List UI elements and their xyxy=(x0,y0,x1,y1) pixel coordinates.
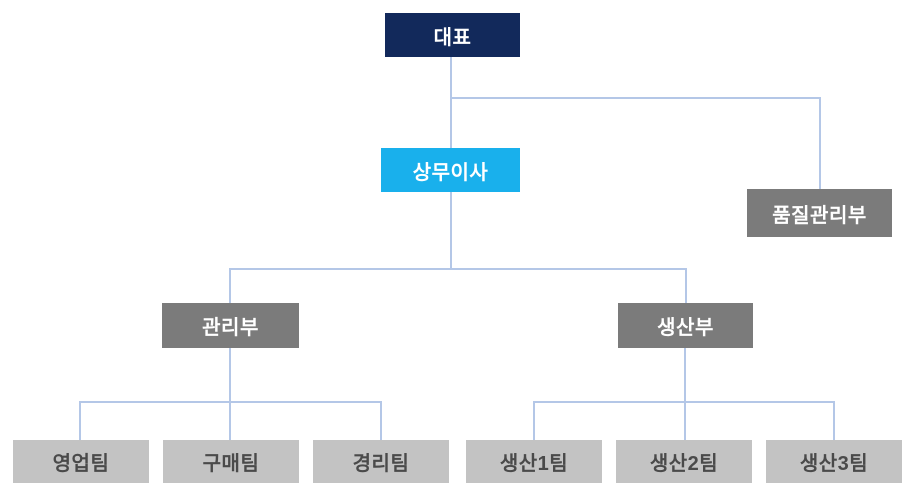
connector-to-prod1 xyxy=(533,401,535,440)
connector-ceo-to-quality-vertical xyxy=(819,97,821,189)
connector-director-down xyxy=(450,192,452,269)
connector-to-accounting xyxy=(380,401,382,440)
connector-admin-down xyxy=(229,348,231,402)
org-node-production-dept: 생산부 xyxy=(618,303,753,348)
org-node-ceo: 대표 xyxy=(385,13,520,57)
connector-to-production xyxy=(685,268,687,303)
org-node-production-team-3: 생산3팀 xyxy=(766,440,902,483)
connector-production-down xyxy=(684,348,686,402)
org-node-production-team-2: 생산2팀 xyxy=(616,440,752,483)
connector-to-prod3 xyxy=(833,401,835,440)
connector-ceo-to-quality-horizontal xyxy=(450,97,821,99)
org-node-sales-team: 영업팀 xyxy=(13,440,149,483)
org-node-accounting-team: 경리팀 xyxy=(313,440,449,483)
org-node-director: 상무이사 xyxy=(381,148,520,192)
connector-to-purchasing xyxy=(229,401,231,440)
org-node-production-team-1: 생산1팀 xyxy=(466,440,602,483)
connector-ceo-to-director xyxy=(450,57,452,148)
connector-to-admin xyxy=(229,268,231,303)
connector-to-prod2 xyxy=(684,401,686,440)
connector-to-sales xyxy=(79,401,81,440)
org-node-purchasing-team: 구매팀 xyxy=(163,440,299,483)
connector-departments-horizontal xyxy=(229,268,687,270)
org-node-quality-dept: 품질관리부 xyxy=(747,189,892,237)
org-node-admin-dept: 관리부 xyxy=(162,303,299,348)
